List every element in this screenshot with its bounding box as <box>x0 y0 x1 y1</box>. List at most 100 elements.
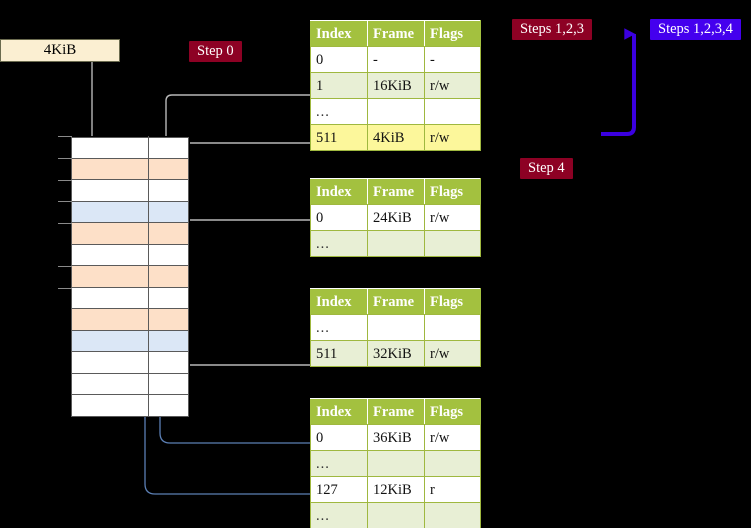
memory-grid-divider <box>148 136 149 416</box>
memory-row <box>71 201 189 224</box>
wire-t2row0-to-memory <box>177 219 310 254</box>
cell-frame <box>367 502 425 528</box>
column-header-frame: Frame <box>367 178 425 205</box>
cell-flags <box>424 98 481 125</box>
column-header-frame: Frame <box>367 20 425 47</box>
badge-steps-1234-label: Steps 1,2,3,4 <box>658 21 733 37</box>
table-row[interactable]: ... <box>310 450 481 477</box>
badge-steps-123: Steps 1,2,3 <box>512 19 593 40</box>
badge-step-0-label: Step 0 <box>197 43 234 59</box>
memory-row <box>71 330 189 353</box>
memory-row <box>71 244 189 267</box>
badge-step-4-label: Step 4 <box>528 160 565 176</box>
table-row[interactable]: ... <box>310 314 481 341</box>
memory-row <box>71 287 189 310</box>
badge-step-0: Step 0 <box>189 41 242 62</box>
memory-tick <box>58 201 72 202</box>
cell-index: 1 <box>310 72 368 99</box>
cell-frame: - <box>367 46 425 73</box>
table-row[interactable]: ... <box>310 230 481 257</box>
memory-row <box>71 395 189 417</box>
cell-flags: r/w <box>424 204 481 231</box>
table-row[interactable]: 0-- <box>310 46 481 73</box>
cell-index: 511 <box>310 340 368 367</box>
badge-step-4: Step 4 <box>520 158 573 179</box>
table-row[interactable]: ... <box>310 98 481 125</box>
cell-flags: - <box>424 46 481 73</box>
memory-tick <box>58 266 72 267</box>
cell-frame <box>367 450 425 477</box>
size-box-label: 4KiB <box>43 42 77 58</box>
column-header-flags: Flags <box>424 288 481 315</box>
wire-t1row511-to-memory <box>171 142 310 164</box>
cell-frame: 32KiB <box>367 340 425 367</box>
cell-frame <box>367 98 425 125</box>
size-box-4kib: 4KiB <box>0 39 120 62</box>
memory-row <box>71 180 189 202</box>
cell-frame: 16KiB <box>367 72 425 99</box>
cell-flags <box>424 314 481 341</box>
column-header-flags: Flags <box>424 178 481 205</box>
memory-tick <box>58 136 72 137</box>
column-header-flags: Flags <box>424 20 481 47</box>
column-header-index: Index <box>310 178 368 205</box>
badge-steps-1234: Steps 1,2,3,4 <box>650 19 741 40</box>
column-header-frame: Frame <box>367 398 425 425</box>
cell-frame: 12KiB <box>367 476 425 503</box>
cell-index: ... <box>310 98 368 125</box>
cell-index: ... <box>310 314 368 341</box>
badge-steps-123-label: Steps 1,2,3 <box>520 21 585 37</box>
column-header-flags: Flags <box>424 398 481 425</box>
cell-flags: r/w <box>424 124 481 151</box>
cell-flags: r/w <box>424 424 481 451</box>
column-header-frame: Frame <box>367 288 425 315</box>
cell-frame: 36KiB <box>367 424 425 451</box>
cell-index: ... <box>310 502 368 528</box>
memory-tick <box>58 158 72 159</box>
memory-row <box>71 309 189 331</box>
cell-frame: 4KiB <box>367 124 425 151</box>
cell-index: 0 <box>310 204 368 231</box>
cell-index: 511 <box>310 124 368 151</box>
memory-grid <box>70 136 190 417</box>
memory-row <box>71 223 189 245</box>
memory-row <box>71 158 189 181</box>
column-header-index: Index <box>310 398 368 425</box>
memory-row <box>71 373 189 396</box>
memory-row <box>71 137 189 159</box>
cell-index: ... <box>310 450 368 477</box>
memory-tick <box>58 223 72 224</box>
cell-flags: r/w <box>424 340 481 367</box>
cell-flags: r <box>424 476 481 503</box>
cell-flags <box>424 502 481 528</box>
cell-index: 0 <box>310 424 368 451</box>
cell-frame <box>367 314 425 341</box>
table-row[interactable]: ... <box>310 502 481 528</box>
memory-row <box>71 352 189 374</box>
cell-frame <box>367 230 425 257</box>
cell-flags: r/w <box>424 72 481 99</box>
cell-index: 0 <box>310 46 368 73</box>
cell-flags <box>424 450 481 477</box>
memory-row <box>71 266 189 288</box>
cell-index: ... <box>310 230 368 257</box>
cell-flags <box>424 230 481 257</box>
wire-violet-bracket <box>601 28 636 136</box>
column-header-index: Index <box>310 288 368 315</box>
cell-frame: 24KiB <box>367 204 425 231</box>
wire-t3row511-to-memory <box>171 314 310 366</box>
memory-tick <box>58 180 72 181</box>
memory-tick <box>58 288 72 289</box>
column-header-index: Index <box>310 20 368 47</box>
